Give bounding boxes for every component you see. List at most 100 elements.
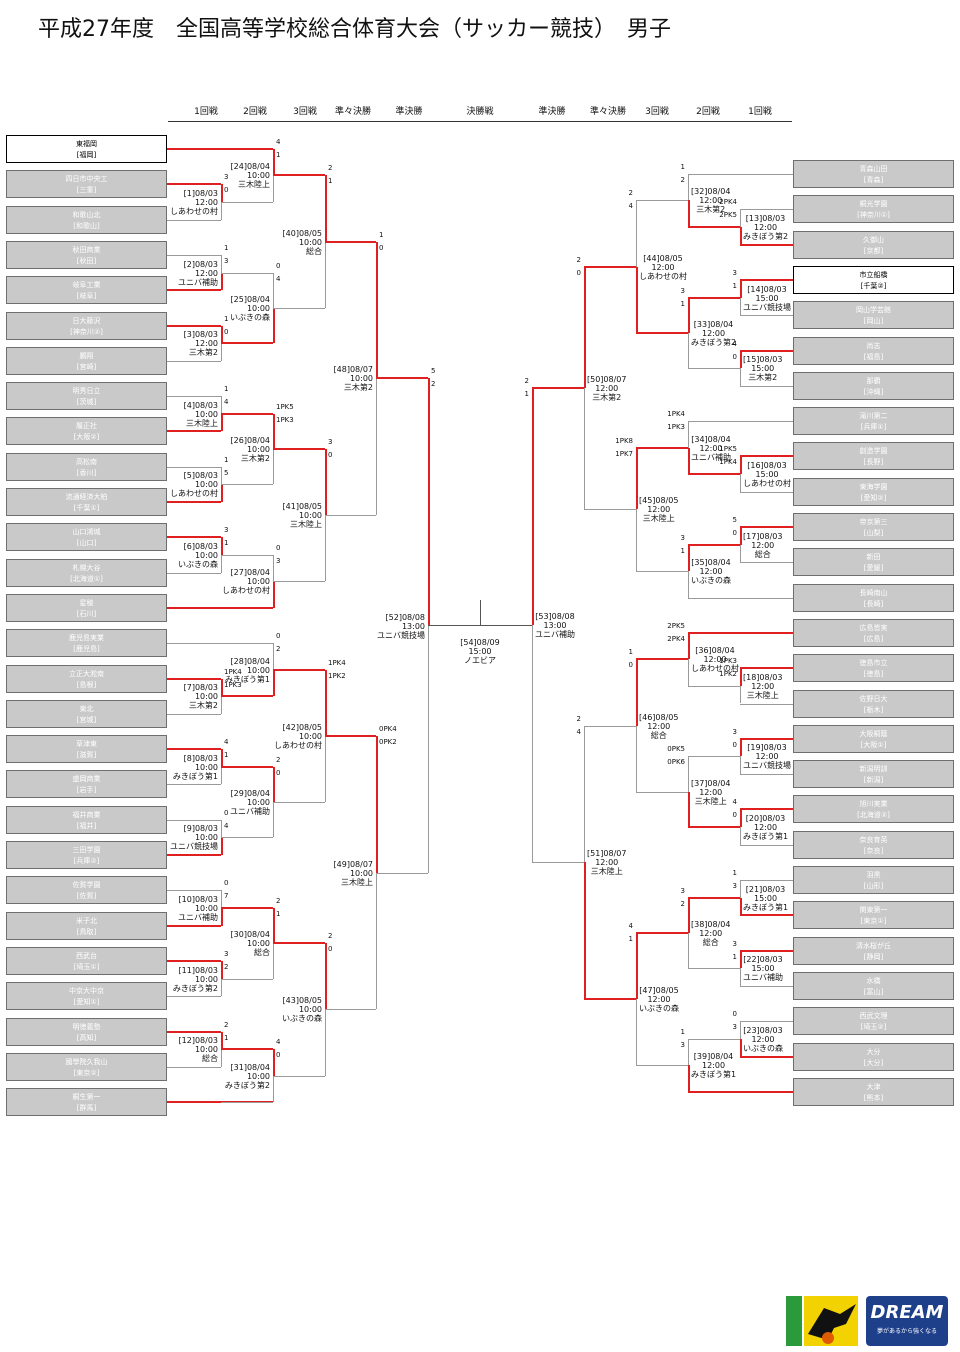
bracket-line [740, 278, 793, 281]
bracket-line [167, 713, 221, 715]
match-score: 2 [276, 755, 281, 764]
match-score: 5 [431, 367, 436, 376]
bracket-line [273, 175, 274, 202]
bracket-line [167, 219, 221, 221]
match-info: [27]08/04 10:00 しあわせの村 [222, 568, 270, 596]
match-info: [17]08/03 12:00 総合 [743, 531, 783, 559]
round-header: 1回戦 [748, 107, 772, 117]
match-score: 1PK3 [719, 657, 737, 666]
header-rule [168, 121, 792, 122]
bracket-line [221, 554, 273, 556]
bracket-line [221, 906, 273, 909]
match-info: [34]08/04 12:00 ユニバ補助 [691, 434, 731, 462]
match-score: 1PK8 [615, 436, 633, 445]
match-info: [32]08/04 12:00 三木第2 [691, 187, 731, 215]
bracket-line [167, 148, 273, 150]
bracket-line [221, 1048, 273, 1051]
bracket-line [221, 342, 273, 345]
team-box: 三田学園[兵庫②] [6, 841, 167, 869]
bracket-line [221, 890, 222, 908]
bracket-line [740, 809, 742, 828]
team-prefecture: [神奈川①] [857, 211, 890, 220]
bracket-line [740, 897, 742, 916]
match-score: 7 [224, 892, 229, 901]
bracket-line [221, 537, 223, 555]
team-box: 明徳義塾[高知] [6, 1017, 167, 1046]
team-prefecture: [滋賀] [76, 751, 97, 760]
team-prefecture: [佐賀] [76, 892, 97, 901]
bracket-line [221, 343, 222, 361]
match-score: 1PK4 [328, 658, 346, 667]
match-info: [39]08/04 12:00 みきぼう第1 [691, 1052, 737, 1080]
bracket-line [740, 950, 742, 969]
bracket-line [740, 808, 793, 811]
team-prefecture: [宮城] [76, 715, 97, 724]
match-score: 0 [276, 543, 281, 552]
match-score: 5 [224, 468, 229, 477]
bracket-line [325, 669, 327, 736]
round-header: 2回戦 [696, 107, 720, 117]
bracket-line [636, 200, 688, 202]
team-prefecture: [香川] [76, 468, 97, 477]
match-score: 1PK4 [667, 410, 685, 419]
match-score: 2PK4 [667, 634, 685, 643]
match-score: 0 [732, 1010, 737, 1019]
bracket-line [740, 209, 741, 227]
bracket-line [325, 515, 376, 517]
match-score: 1PK2 [328, 671, 346, 680]
match-score: 3 [276, 556, 281, 565]
team-prefecture: [岐阜] [76, 292, 97, 301]
bracket-line [167, 748, 221, 751]
bracket-line [532, 625, 533, 863]
bracket-line [740, 526, 793, 528]
team-box: 山口鴻城[山口] [6, 523, 167, 552]
team-box: 創造学園[長野] [793, 442, 954, 471]
team-prefecture: [埼玉①] [73, 962, 100, 971]
match-score: 1 [276, 151, 281, 159]
team-box: 水橋[富山] [793, 971, 954, 1000]
team-box: 市立船橋[千葉②] [793, 265, 954, 294]
team-box: 尚志[福島] [793, 336, 954, 365]
match-info: [16]08/03 15:00 しあわせの村 [743, 461, 791, 489]
round-header: 3回戦 [293, 107, 317, 117]
match-info: [5]08/03 10:00 しあわせの村 [170, 471, 218, 499]
bracket-line [688, 826, 740, 829]
team-name: 明秀日立 [72, 387, 101, 396]
bracket-line [221, 466, 222, 485]
bracket-line [532, 387, 584, 389]
match-score: 0 [732, 811, 737, 820]
bracket-line [740, 968, 741, 986]
match-score: 1PK3 [224, 680, 242, 689]
bracket-line [167, 360, 221, 362]
bracket-line [221, 1102, 273, 1104]
bracket-line [273, 149, 275, 176]
team-prefecture: [福井] [76, 821, 97, 830]
bracket-line [221, 696, 222, 714]
bracket-line [740, 1021, 741, 1039]
bracket-line [325, 1009, 326, 1076]
bracket-line [584, 509, 636, 511]
team-box: 奈良育英[奈良] [793, 830, 954, 859]
team-prefecture: [青森] [863, 176, 884, 184]
bracket-line [740, 491, 793, 493]
match-score: 4 [276, 138, 281, 146]
final-match-info: [54]08/09 15:00 ノエビア [460, 638, 500, 665]
match-score: 2 [628, 189, 633, 198]
bracket-line [688, 544, 690, 572]
match-score: 0PK4 [379, 724, 397, 733]
match-info: [19]08/03 12:00 ユニバ競技場 [743, 743, 791, 771]
team-prefecture: [愛媛] [863, 564, 884, 573]
team-name: 新田 [866, 553, 881, 562]
match-score: 0 [276, 632, 281, 641]
bracket-line [740, 949, 793, 952]
team-box: 大津[熊本] [793, 1077, 954, 1106]
team-name: 青森山田 [859, 165, 888, 173]
match-info: [13]08/03 12:00 みきぼう第2 [743, 213, 789, 241]
bracket-line [273, 307, 325, 309]
match-score: 1 [224, 751, 229, 760]
team-name: 市立船橋 [859, 270, 888, 279]
round-header: 2回戦 [243, 107, 267, 117]
match-score: 5 [732, 516, 737, 524]
bracket-line [636, 266, 638, 333]
match-score: 1 [224, 314, 229, 323]
